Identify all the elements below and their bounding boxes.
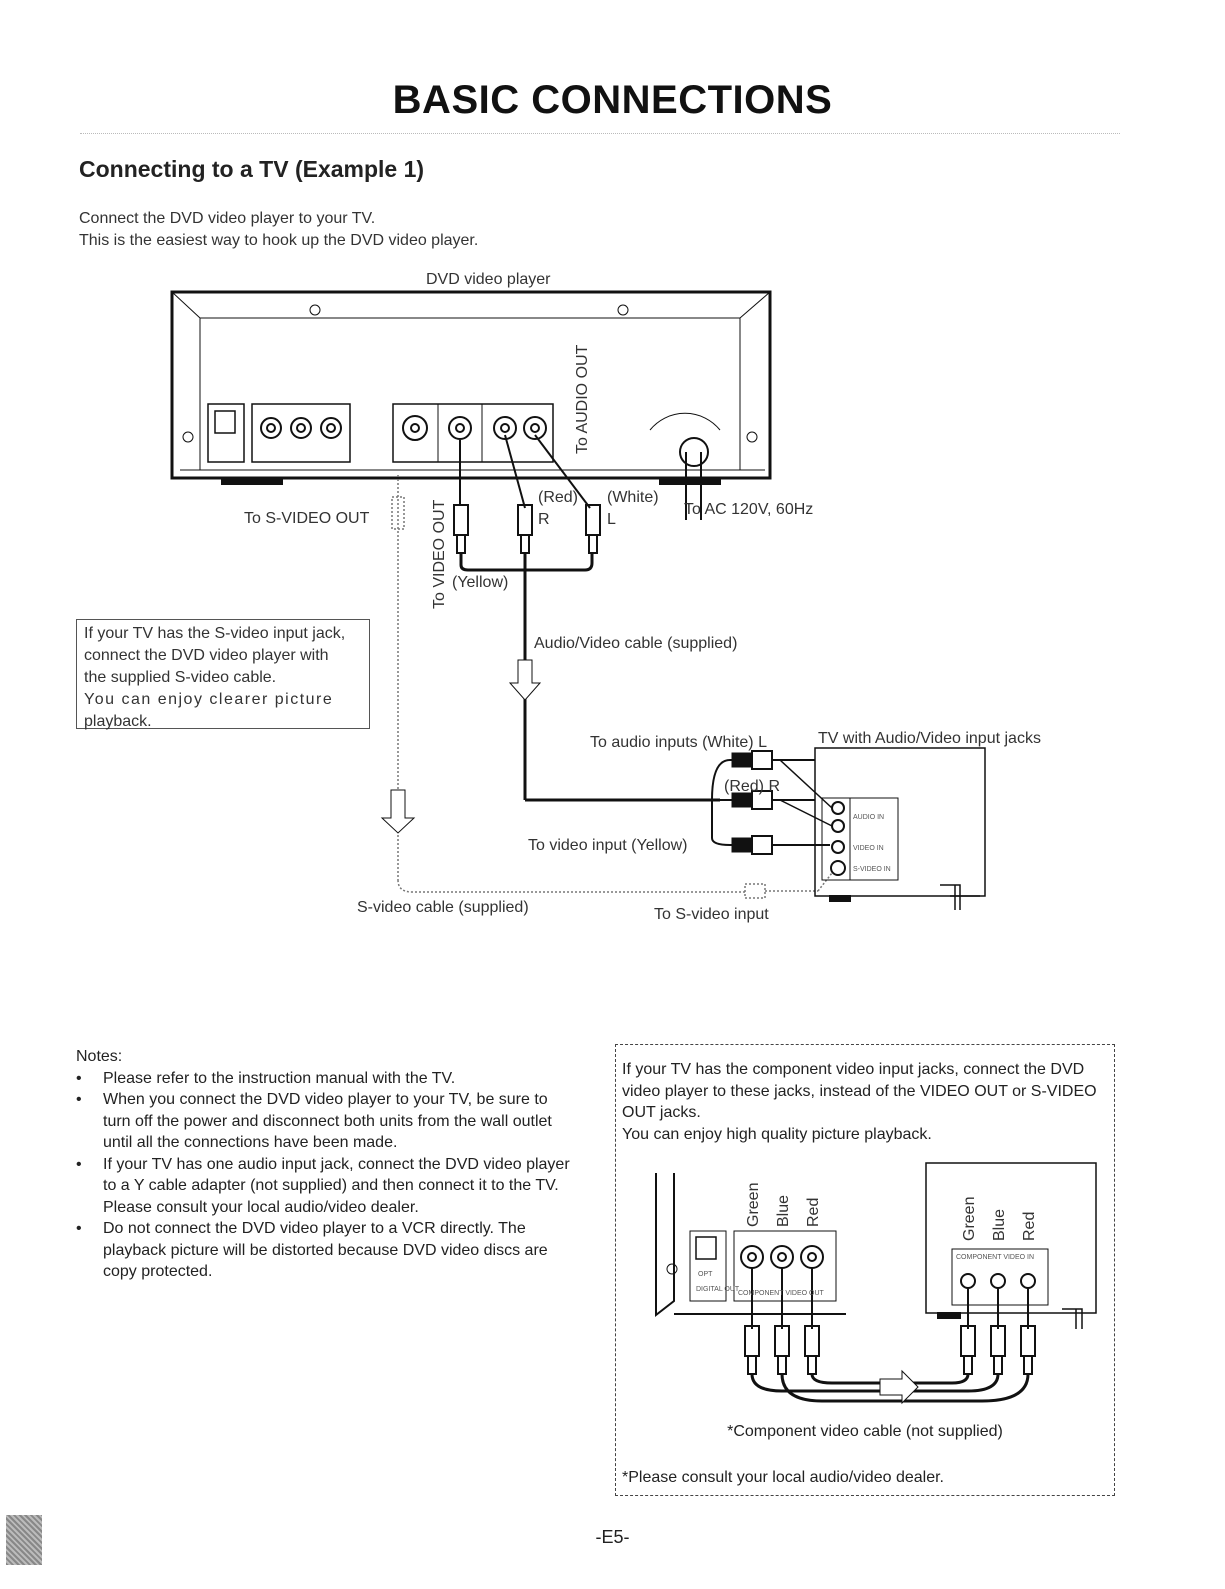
tv-plug-red bbox=[731, 790, 815, 810]
white-label: (White) bbox=[607, 489, 659, 506]
note-item: Please refer to the instruction manual w… bbox=[76, 1068, 576, 1090]
yellow-label: (Yellow) bbox=[452, 574, 508, 591]
dealer-note: *Please consult your local audio/video d… bbox=[622, 1468, 944, 1486]
dvd-red-label: Red bbox=[805, 1198, 822, 1227]
ac-power-label: To AC 120V, 60Hz bbox=[684, 501, 813, 518]
to-audio-out-label: To AUDIO OUT bbox=[574, 344, 591, 454]
tv-plug-video bbox=[731, 835, 830, 855]
title-divider bbox=[80, 133, 1120, 134]
component-video-box: If your TV has the component video input… bbox=[615, 1044, 1115, 1496]
connection-diagram: AUDIO IN VIDEO IN S-VIDEO IN DVD video p… bbox=[170, 271, 1041, 923]
intro-text: Connect the DVD video player to your TV.… bbox=[79, 208, 478, 252]
to-video-out-label: To VIDEO OUT bbox=[431, 499, 448, 609]
scan-mark bbox=[6, 1515, 42, 1565]
red-r-label: (Red) R bbox=[724, 778, 780, 795]
note-item: If your TV has one audio input jack, con… bbox=[76, 1154, 576, 1219]
component-benefit-text: You can enjoy high quality picture playb… bbox=[622, 1125, 932, 1143]
intro-line-1: Connect the DVD video player to your TV. bbox=[79, 210, 376, 227]
component-cable-label: *Component video cable (not supplied) bbox=[727, 1423, 1003, 1440]
note-item: Do not connect the DVD video player to a… bbox=[76, 1218, 576, 1283]
component-intro-text: If your TV has the component video input… bbox=[622, 1061, 1097, 1121]
svideo-cable-label: S-video cable (supplied) bbox=[357, 899, 529, 916]
svg-text:COMPONENT VIDEO IN: COMPONENT VIDEO IN bbox=[956, 1254, 1034, 1261]
svg-text:S-VIDEO IN: S-VIDEO IN bbox=[853, 866, 891, 873]
tv-set bbox=[814, 747, 986, 910]
svg-text:AUDIO IN: AUDIO IN bbox=[853, 814, 884, 821]
to-svideo-input-label: To S-video input bbox=[654, 906, 769, 923]
red-label: (Red) bbox=[538, 489, 578, 506]
to-audio-inputs-label: To audio inputs (White) L bbox=[590, 734, 767, 751]
dvd-green-label: Green bbox=[745, 1183, 762, 1227]
to-video-input-label: To video input (Yellow) bbox=[528, 837, 688, 854]
tv-red-label: Red bbox=[1021, 1212, 1038, 1241]
svideo-tip-line-1: If your TV has the S-video input jack, bbox=[84, 625, 346, 642]
notes-heading: Notes: bbox=[76, 1048, 123, 1065]
rca-plug-white bbox=[585, 504, 601, 554]
section-heading: Connecting to a TV (Example 1) bbox=[79, 156, 425, 182]
dvd-blue-label: Blue bbox=[775, 1195, 792, 1227]
note-item: When you connect the DVD video player to… bbox=[76, 1089, 576, 1154]
svg-text:OPT: OPT bbox=[698, 1271, 713, 1278]
tv-plug-white bbox=[731, 750, 815, 770]
svideo-tip-line-2: connect the DVD video player with bbox=[84, 647, 329, 664]
tv-label: TV with Audio/Video input jacks bbox=[818, 730, 1041, 747]
dvd-player-label: DVD video player bbox=[426, 271, 551, 288]
to-svideo-out-label: To S-VIDEO OUT bbox=[244, 510, 370, 527]
page-number: -E5- bbox=[595, 1527, 630, 1547]
page-title: BASIC CONNECTIONS bbox=[392, 78, 833, 122]
tv-blue-label: Blue bbox=[991, 1209, 1008, 1241]
svg-text:COMPONENT VIDEO OUT: COMPONENT VIDEO OUT bbox=[738, 1290, 825, 1297]
svg-text:DIGITAL OUT: DIGITAL OUT bbox=[696, 1286, 740, 1293]
dvd-player-rear-panel bbox=[170, 290, 772, 520]
rca-plug-red bbox=[517, 504, 533, 554]
tv-green-label: Green bbox=[961, 1197, 978, 1241]
rca-plug-video bbox=[453, 504, 469, 554]
svideo-tip-box: If your TV has the S-video input jack, c… bbox=[76, 619, 370, 730]
av-cable-label: Audio/Video cable (supplied) bbox=[534, 635, 737, 652]
svg-text:VIDEO IN: VIDEO IN bbox=[853, 845, 884, 852]
component-diagram: OPT DIGITAL OUT COMPONENT VIDEO OUT COMP… bbox=[655, 1162, 1097, 1405]
l-label: L bbox=[607, 511, 616, 528]
notes-section: Notes: Please refer to the instruction m… bbox=[76, 1046, 576, 1283]
svideo-tip-line-3: the supplied S-video cable. bbox=[84, 669, 277, 686]
r-label: R bbox=[538, 511, 550, 528]
intro-line-2: This is the easiest way to hook up the D… bbox=[79, 232, 479, 249]
notes-list: Please refer to the instruction manual w… bbox=[76, 1068, 576, 1283]
svideo-tip-line-5: playback. bbox=[84, 713, 152, 730]
svideo-tip-line-4: You can enjoy clearer picture bbox=[84, 691, 334, 708]
